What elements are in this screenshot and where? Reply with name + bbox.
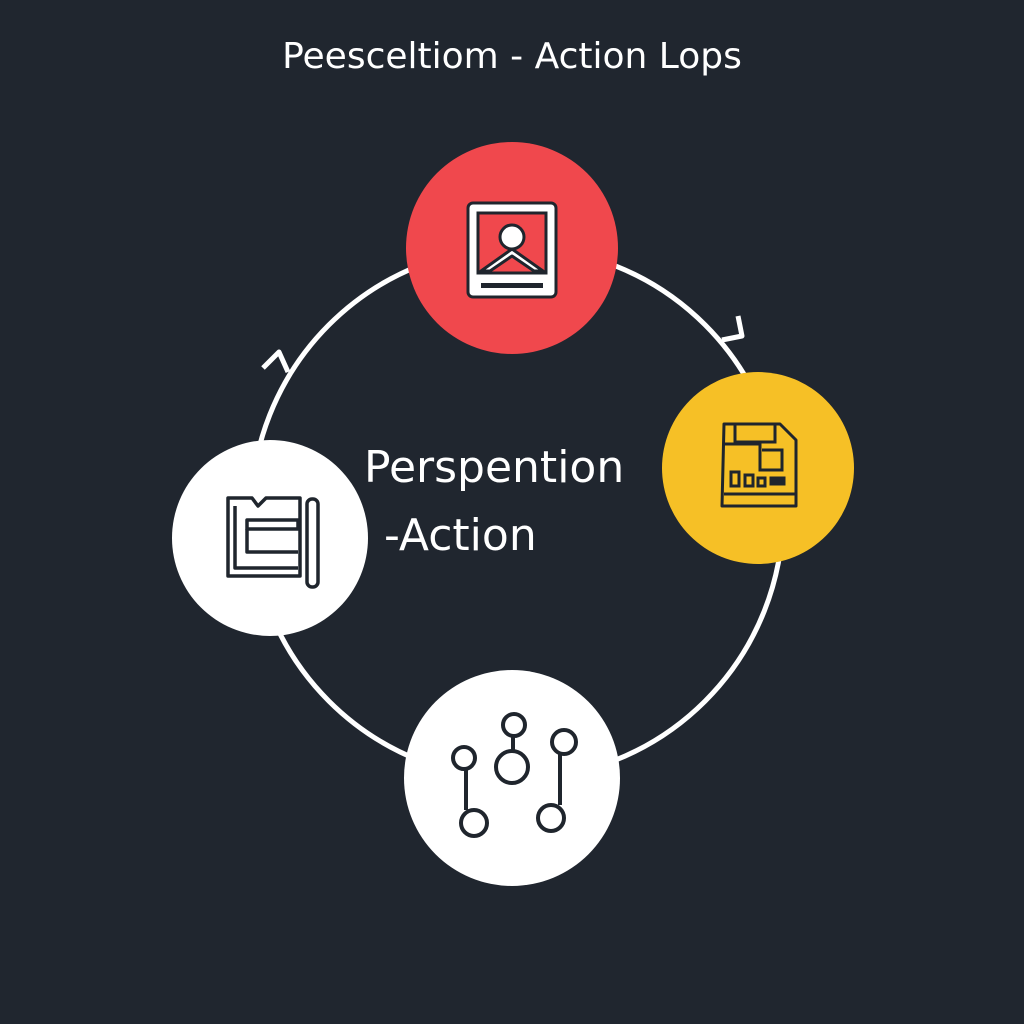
arrow-head-left (261, 349, 291, 374)
arrow-head-right (721, 315, 745, 343)
center-label-line1: Perspention (364, 442, 625, 493)
floppy-disk-icon (720, 422, 798, 508)
node-graph-icon (451, 712, 578, 838)
center-label: Perspention -Action (364, 434, 624, 570)
node-processing (662, 372, 854, 564)
diagram-title: Peesceltiom - Action Lops (282, 36, 742, 77)
node-network (404, 670, 620, 886)
portrait-frame-icon (466, 201, 558, 299)
center-label-line2: -Action (384, 510, 537, 561)
document-panel-icon (226, 496, 320, 589)
node-action (172, 440, 368, 636)
node-perception (406, 142, 618, 354)
